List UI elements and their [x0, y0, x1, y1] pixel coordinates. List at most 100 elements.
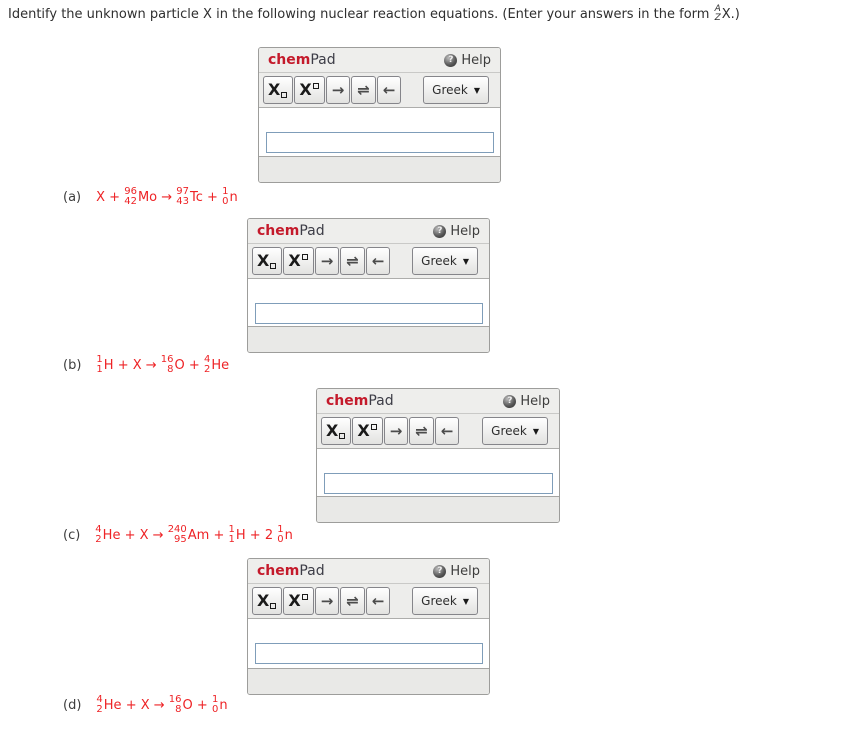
subscript-box-icon	[281, 91, 288, 98]
chempad-logo: chemPad	[257, 563, 325, 579]
chempad-answer-input[interactable]	[254, 303, 483, 324]
left-arrow-button[interactable]: ←	[376, 76, 402, 104]
mass-number: 1	[277, 524, 284, 535]
subscript-button[interactable]: X	[252, 247, 283, 275]
element-symbol: H	[235, 527, 246, 543]
help-link[interactable]: ? Help	[503, 394, 550, 409]
subscript-button[interactable]: X	[321, 417, 352, 445]
left-arrow-icon: ←	[440, 422, 454, 440]
superscript-button-x: X	[288, 251, 301, 270]
dropdown-caret-icon: ▼	[473, 85, 480, 95]
superscript-button[interactable]: X	[352, 417, 383, 445]
superscript-box-icon	[301, 593, 308, 600]
element-symbol: Mo	[137, 189, 158, 205]
right-arrow-button[interactable]: →	[314, 247, 340, 275]
subscript-button[interactable]: X	[263, 76, 294, 104]
chempad-toolbar: X X → ⇌ ← Greek ▼	[317, 414, 559, 449]
mass-number: 16	[168, 694, 182, 705]
chempad-logo: chemPad	[257, 223, 325, 239]
superscript-button[interactable]: X	[283, 587, 314, 615]
atomic-number: 8	[167, 364, 174, 375]
equation-text: →	[157, 189, 177, 205]
chempad-logo-chem: chem	[257, 563, 300, 579]
chempad-answer-input[interactable]	[323, 473, 553, 494]
superscript-button-x: X	[357, 421, 370, 440]
atomic-number: 1	[96, 364, 103, 375]
element-symbol: He	[102, 527, 121, 543]
right-arrow-button[interactable]: →	[314, 587, 340, 615]
chempad-logo-pad: Pad	[310, 52, 336, 68]
chempad-preview-area	[248, 279, 489, 326]
equilibrium-arrow-icon: ⇌	[346, 252, 359, 270]
atomic-number: 2	[96, 704, 103, 715]
greek-dropdown-button[interactable]: Greek ▼	[423, 76, 489, 104]
chempad-logo-pad: Pad	[299, 223, 325, 239]
subscript-button-x: X	[326, 421, 339, 440]
subscript-box-icon	[270, 262, 277, 269]
superscript-button[interactable]: X	[283, 247, 314, 275]
left-arrow-button[interactable]: ←	[365, 587, 391, 615]
left-arrow-button[interactable]: ←	[365, 247, 391, 275]
right-arrow-button[interactable]: →	[383, 417, 409, 445]
left-arrow-button[interactable]: ←	[434, 417, 460, 445]
mass-number: 97	[176, 186, 190, 197]
subscript-button-x: X	[268, 80, 281, 99]
part-label: (d)	[63, 697, 82, 713]
atomic-number-placeholder: Z	[714, 13, 721, 23]
subscript-button-x: X	[257, 591, 270, 610]
atomic-number: 1	[228, 534, 235, 545]
greek-dropdown-button[interactable]: Greek ▼	[412, 587, 478, 615]
help-link[interactable]: ? Help	[444, 53, 491, 68]
greek-dropdown-button[interactable]: Greek ▼	[482, 417, 548, 445]
chempad-preview-area	[259, 108, 500, 156]
equilibrium-arrow-button[interactable]: ⇌	[351, 76, 376, 104]
help-link[interactable]: ? Help	[433, 224, 480, 239]
equilibrium-arrow-button[interactable]: ⇌	[340, 587, 365, 615]
chempad-logo-pad: Pad	[299, 563, 325, 579]
subscript-button[interactable]: X	[252, 587, 283, 615]
chempad-toolbar: X X → ⇌ ← Greek ▼	[248, 244, 489, 279]
chempad-answer-input[interactable]	[265, 132, 494, 153]
dropdown-caret-icon: ▼	[532, 426, 539, 436]
chempad-slot-d: chemPad ? Help X X → ⇌ ← Greek ▼	[247, 558, 490, 695]
equation-text: + X →	[121, 697, 169, 713]
equilibrium-arrow-button[interactable]: ⇌	[340, 247, 365, 275]
mass-number-placeholder: A	[714, 4, 721, 14]
chempad-widget: chemPad ? Help X X → ⇌ ← Greek ▼	[247, 558, 490, 695]
superscript-button[interactable]: X	[294, 76, 325, 104]
part-label: (c)	[63, 527, 81, 543]
greek-dropdown-label: Greek	[421, 254, 457, 268]
help-icon: ?	[433, 564, 447, 578]
chempad-answer-input[interactable]	[254, 643, 483, 664]
equation-text: +	[202, 189, 223, 205]
help-label: Help	[520, 393, 550, 409]
equilibrium-arrow-button[interactable]: ⇌	[409, 417, 434, 445]
chempad-slot-c: chemPad ? Help X X → ⇌ ← Greek ▼	[316, 388, 560, 523]
right-arrow-button[interactable]: →	[325, 76, 351, 104]
element-symbol: O	[182, 697, 193, 713]
right-arrow-icon: →	[320, 592, 334, 610]
part-label: (a)	[63, 189, 82, 205]
atomic-number: 2	[203, 364, 211, 375]
help-link[interactable]: ? Help	[433, 564, 480, 579]
question-prompt: Identify the unknown particle X in the f…	[8, 5, 848, 23]
greek-dropdown-button[interactable]: Greek ▼	[412, 247, 478, 275]
chempad-logo-chem: chem	[257, 223, 300, 239]
dropdown-caret-icon: ▼	[462, 256, 469, 266]
